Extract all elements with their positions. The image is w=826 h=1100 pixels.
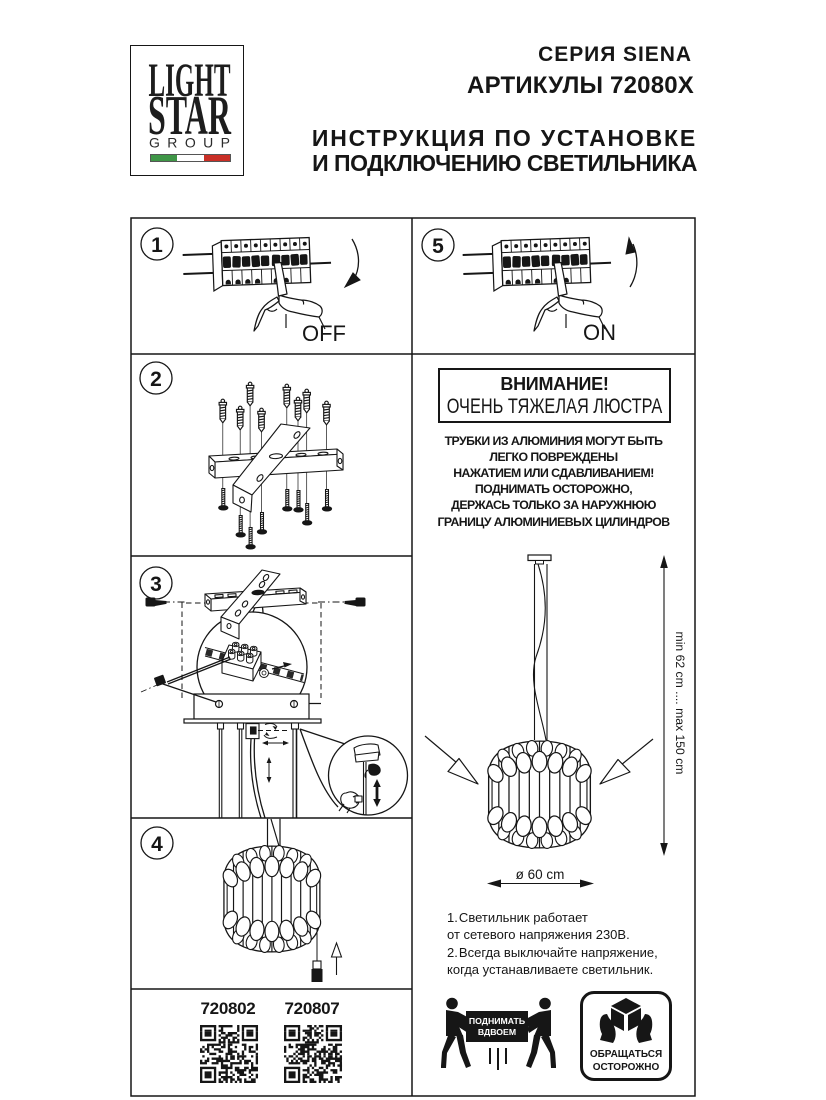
- svg-text:OFF: OFF: [302, 321, 346, 346]
- svg-text:ON: ON: [583, 320, 616, 345]
- svg-text:min 62 cm .... max 150 cm: min 62 cm .... max 150 cm: [673, 632, 687, 775]
- svg-text:LIGHT: LIGHT: [149, 54, 231, 107]
- svg-text:4: 4: [151, 833, 163, 856]
- svg-text:2: 2: [150, 368, 162, 391]
- svg-text:5: 5: [432, 235, 444, 258]
- svg-text:3: 3: [150, 573, 162, 596]
- svg-text:1: 1: [151, 234, 163, 257]
- svg-text:GROUP: GROUP: [149, 135, 230, 151]
- svg-text:STAR: STAR: [148, 85, 231, 147]
- svg-text:ø 60 cm: ø 60 cm: [516, 867, 565, 882]
